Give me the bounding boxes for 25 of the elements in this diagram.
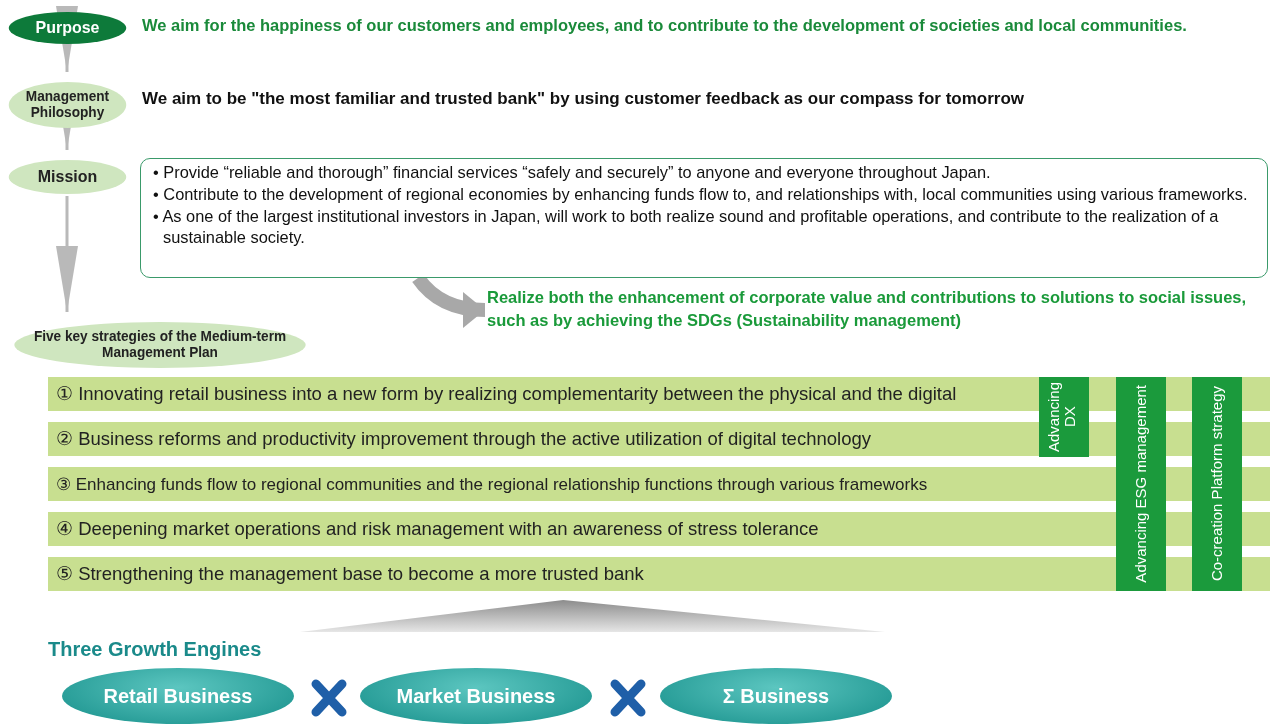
strategy-text: ② Business reforms and productivity improvement through the active utilization of digital technology bbox=[56, 428, 871, 450]
mission-ellipse: Mission bbox=[8, 160, 127, 194]
philosophy-ellipse: Management Philosophy bbox=[8, 82, 127, 128]
bullet-text: • Contribute to the development of regional economies by enhancing funds flow to, and relationships with, local communities using various frameworks. bbox=[153, 183, 1249, 205]
strategies-ellipse: Five key strategies of the Medium-term Management Plan bbox=[14, 322, 306, 368]
bullet-text: • Provide “reliable and thorough” financial services “safely and securely” to anyone and everyone throughout Japan. bbox=[153, 162, 992, 183]
engine-ellipse: Retail Business bbox=[62, 668, 294, 724]
chevron-arrow bbox=[56, 196, 78, 312]
chevron-arrow bbox=[56, 6, 78, 72]
section-heading: Three Growth Engines bbox=[48, 638, 262, 661]
outcome-text: Realize both the enhancement of corporate value and contributions to solutions to social issues, such as by achieving the SDGs (Sustainability management) bbox=[487, 286, 1267, 332]
theme-bar: Co-creation Platform strategy bbox=[1192, 377, 1242, 591]
theme-bar: Advancing ESG management bbox=[1116, 377, 1166, 591]
bullet-text: • As one of the largest institutional investors in Japan, will work to both realize sound and profitable operations, and contribute to the realization of a sustainable society. bbox=[153, 205, 1220, 249]
strategy-text: ⑤ Strengthening the management base to become a more trusted bank bbox=[56, 563, 644, 585]
purpose-ellipse: Purpose bbox=[8, 12, 127, 44]
statement-text: We aim for the happiness of our customers and employees, and to contribute to the development of societies and local communities. bbox=[142, 16, 1187, 35]
strategy-text: ④ Deepening market operations and risk management with an awareness of stress tolerance bbox=[56, 518, 819, 540]
statement-text: We aim to be "the most familiar and trusted bank" by using customer feedback as our compass for tomorrow bbox=[142, 89, 1025, 109]
node bbox=[140, 158, 1268, 278]
strategy-text: ① Innovating retail business into a new form by realizing complementarity between the physical and the digital bbox=[56, 383, 957, 405]
engine-ellipse: Market Business bbox=[360, 668, 592, 724]
strategy-text: ③ Enhancing funds flow to regional communities and the regional relationship functions through various frameworks bbox=[56, 473, 928, 495]
engine-ellipse: Σ Business bbox=[660, 668, 892, 724]
theme-bar: Advancing DX bbox=[1039, 377, 1089, 457]
